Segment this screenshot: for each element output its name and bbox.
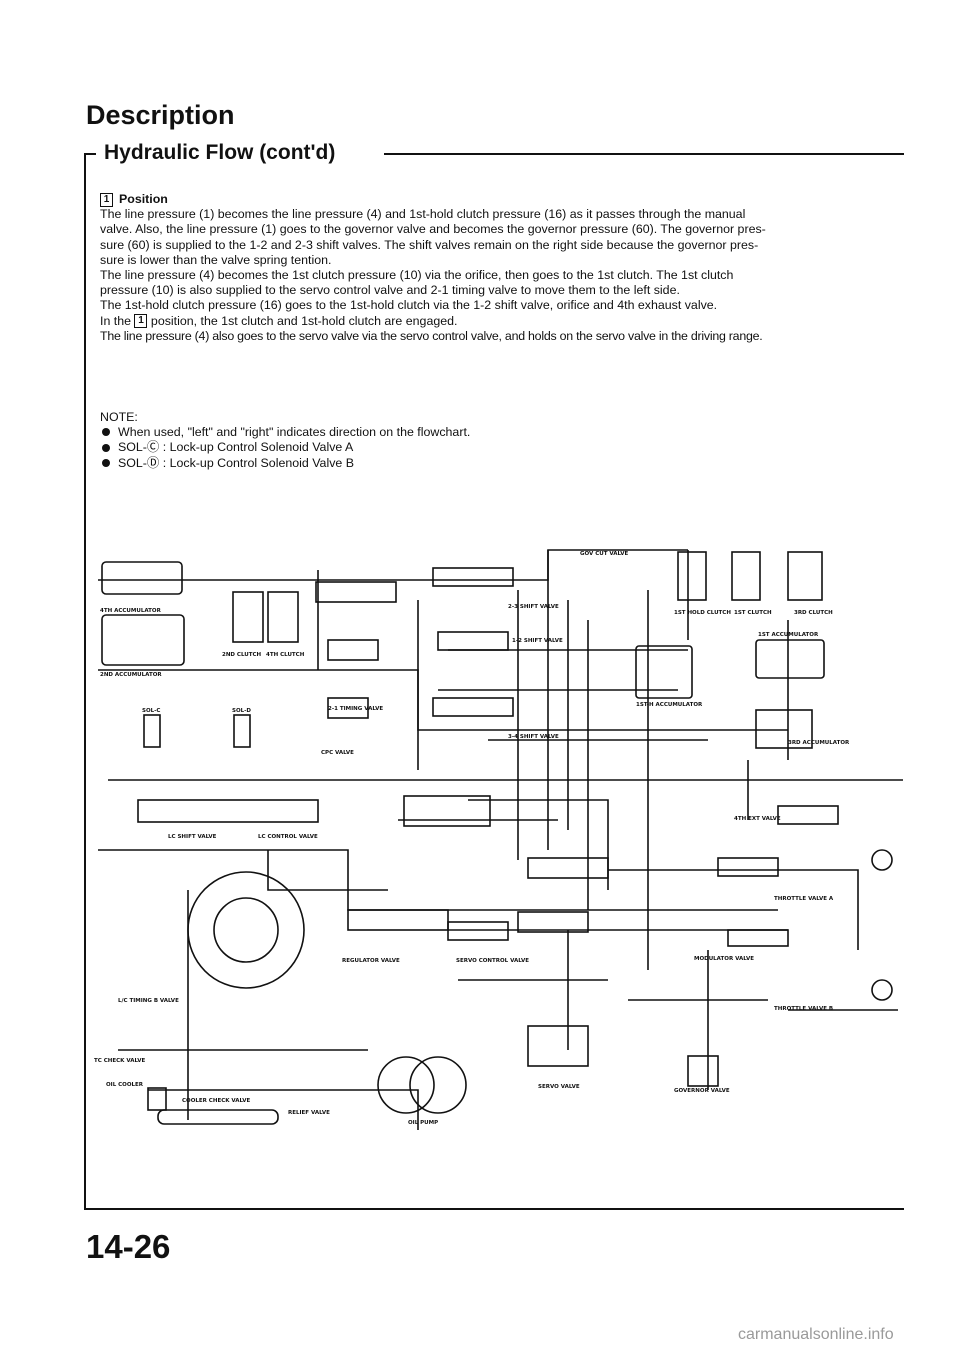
position-description: 1 Position The line pressure (1) becomes…	[100, 192, 890, 344]
label-sol-b: SOL-D	[232, 708, 251, 714]
note-heading: NOTE:	[100, 410, 138, 424]
inline-text: In the	[100, 313, 132, 328]
label-4th-accumulator: 4TH ACCUMULATOR	[100, 608, 162, 614]
position-heading-label: Position	[119, 192, 168, 206]
label-1-2-shift-valve: 1-2 SHIFT VALVE	[512, 638, 563, 644]
label-3-4-shift-valve: 3-4 SHIFT VALVE	[508, 734, 559, 740]
label-lc-shift-valve: LC SHIFT VALVE	[168, 834, 217, 840]
label-gov-cut-valve: GOV CUT VALVE	[580, 551, 629, 557]
bullet-icon	[102, 458, 110, 467]
label-lc-control-valve: LC CONTROL VALVE	[258, 834, 318, 840]
note-item: When used, "left" and "right" indicates …	[100, 425, 890, 440]
label-modulator-valve: MODULATOR VALVE	[694, 956, 754, 962]
label-3rd-accumulator: 3RD ACCUMULATOR	[788, 740, 850, 746]
note-item: SOL-Ⓓ : Lock-up Control Solenoid Valve B	[100, 456, 890, 471]
label-oil-pump: OIL PUMP	[408, 1120, 438, 1126]
label-1st-accumulator: 1ST ACCUMULATOR	[758, 632, 819, 638]
frame-bottom-rule	[84, 1208, 904, 1210]
section-rule-right	[384, 153, 904, 155]
paragraph-line: In the 1 position, the 1st clutch and 1s…	[100, 314, 890, 329]
paragraph-line: pressure (10) is also supplied to the se…	[100, 283, 680, 298]
section-header: Hydraulic Flow (cont'd)	[84, 141, 904, 165]
label-2nd-accumulator: 2ND ACCUMULATOR	[100, 672, 162, 678]
label-cooler-check-valve: COOLER CHECK VALVE	[182, 1098, 251, 1104]
label-relief-valve: RELIEF VALVE	[288, 1110, 330, 1116]
label-cpc-valve: CPC VALVE	[321, 750, 354, 756]
inline-box-number: 1	[134, 314, 148, 329]
page-number: 14-26	[86, 1228, 171, 1265]
label-1st-h-accumulator: 1ST-H ACCUMULATOR	[636, 702, 703, 708]
label-2-1-timing-valve: 2-1 TIMING VALVE	[328, 706, 383, 712]
label-governor-valve: GOVERNOR VALVE	[674, 1088, 730, 1094]
label-4th-exhaust-valve: 4TH EXT VALVE	[734, 816, 781, 822]
note-block: NOTE: When used, "left" and "right" indi…	[100, 410, 890, 471]
label-2nd-clutch: 2ND CLUTCH	[222, 652, 262, 658]
label-1st-hold-clutch: 1ST HOLD CLUTCH	[674, 610, 731, 616]
paragraph-line: valve. Also, the line pressure (1) goes …	[100, 222, 766, 237]
note-item: SOL-Ⓒ : Lock-up Control Solenoid Valve A	[100, 440, 890, 455]
label-3rd-clutch: 3RD CLUTCH	[794, 610, 833, 616]
watermark: carmanualsonline.info	[738, 1326, 894, 1343]
inline-text: position, the 1st clutch and 1st-hold cl…	[150, 313, 458, 328]
paragraph-line: sure is lower than the valve spring tent…	[100, 252, 332, 267]
label-servo-valve: SERVO VALVE	[538, 1084, 580, 1090]
section-rule-left	[84, 153, 96, 155]
label-servo-control-valve: SERVO CONTROL VALVE	[456, 958, 529, 964]
label-4th-clutch: 4TH CLUTCH	[266, 652, 305, 658]
frame-left-rule	[84, 153, 86, 1210]
hydraulic-flow-diagram: 4TH ACCUMULATOR 2ND ACCUMULATOR 2ND CLUT…	[94, 549, 903, 1130]
label-lc-timing-valve: L/C TIMING B VALVE	[118, 998, 179, 1004]
label-tc-check-valve: TC CHECK VALVE	[94, 1058, 145, 1064]
label-throttle-valve-a: THROTTLE VALVE A	[774, 896, 834, 902]
label-2-3-shift-valve: 2-3 SHIFT VALVE	[508, 604, 559, 610]
page-title: Description	[86, 100, 235, 130]
paragraph-line: The line pressure (4) also goes to the s…	[100, 328, 763, 343]
bullet-icon	[102, 428, 110, 437]
position-heading: 1 Position	[100, 192, 890, 207]
bullet-icon	[102, 443, 110, 452]
label-1st-clutch: 1ST CLUTCH	[734, 610, 772, 616]
position-box-number: 1	[100, 192, 113, 207]
label-regulator-valve: REGULATOR VALVE	[342, 958, 400, 964]
paragraph-line: sure (60) is supplied to the 1-2 and 2-3…	[100, 237, 759, 252]
label-oil-cooler: OIL COOLER	[106, 1082, 144, 1088]
paragraph-line: The line pressure (4) becomes the 1st cl…	[100, 268, 734, 283]
label-throttle-valve-b: THROTTLE VALVE B	[774, 1006, 833, 1012]
paragraph-line: The 1st-hold clutch pressure (16) goes t…	[100, 298, 718, 313]
section-title: Hydraulic Flow (cont'd)	[104, 141, 344, 165]
label-sol-a: SOL-C	[142, 708, 160, 714]
paragraph-line: The line pressure (1) becomes the line p…	[100, 207, 746, 222]
